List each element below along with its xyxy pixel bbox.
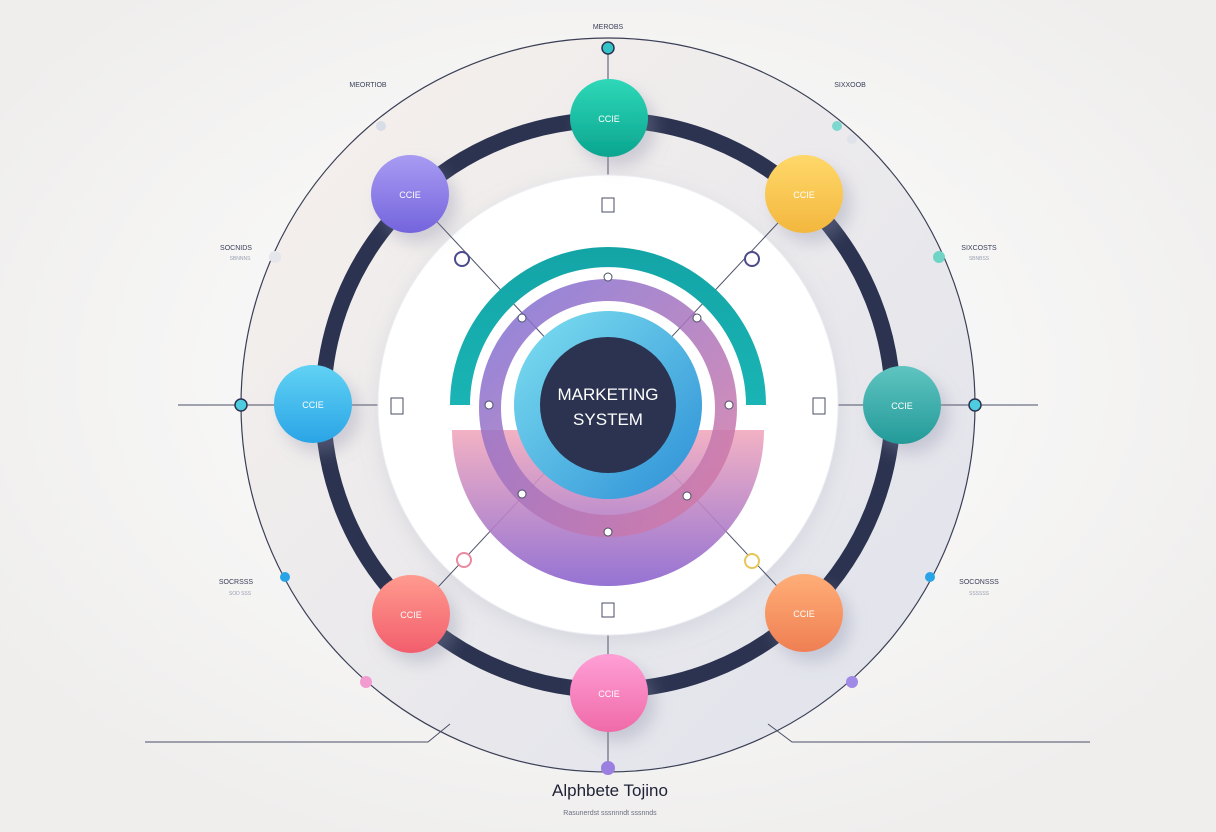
label-left-lower-sub: SOD SSS <box>229 591 252 597</box>
edge-dot <box>360 676 372 688</box>
footer-title: Alphbete Tojino <box>552 781 668 800</box>
connector-dot <box>692 313 702 323</box>
node-right[interactable]: CCIE <box>863 366 941 444</box>
edge-dot-left <box>234 398 248 412</box>
node-label: CCIE <box>891 401 913 411</box>
node-label: CCIE <box>598 689 620 699</box>
ring-marker <box>454 251 470 267</box>
connector-dot <box>517 489 527 499</box>
node-label: CCIE <box>302 400 324 410</box>
edge-dot-right <box>968 398 982 412</box>
connector-dot <box>484 400 494 410</box>
edge-dot <box>280 572 290 582</box>
label-top: MEROBS <box>593 24 624 31</box>
edge-dot <box>269 251 281 263</box>
edge-dot <box>376 121 386 131</box>
node-label: CCIE <box>400 610 422 620</box>
square-marker <box>390 397 404 415</box>
center-title-line2: SYSTEM <box>573 410 643 429</box>
label-left-upper: SOCNIDS <box>220 245 252 252</box>
square-marker <box>812 397 826 415</box>
connector-dot <box>682 491 692 501</box>
node-top-right[interactable]: CCIE <box>765 155 843 233</box>
node-left[interactable]: CCIE <box>274 365 352 443</box>
edge-dot <box>933 251 945 263</box>
node-label: CCIE <box>598 114 620 124</box>
square-marker <box>601 602 615 618</box>
gradient-half-disk <box>452 430 764 586</box>
node-bottom[interactable]: CCIE <box>570 654 648 732</box>
label-left-lower: SOCRSSS <box>219 579 254 586</box>
connector-dot <box>603 272 613 282</box>
edge-dot <box>925 572 935 582</box>
node-top[interactable]: CCIE <box>570 79 648 157</box>
edge-dot <box>847 134 857 144</box>
label-right-lower: SOCONSSS <box>959 579 999 586</box>
connector-dot <box>517 313 527 323</box>
edge-dot <box>832 121 842 131</box>
label-top-right: SIXXOOB <box>834 82 866 89</box>
node-bottom-left[interactable]: CCIE <box>372 575 450 653</box>
label-right-upper: SIXCOSTS <box>961 245 997 252</box>
inner-white-edge <box>377 174 839 636</box>
node-top-left[interactable]: CCIE <box>371 155 449 233</box>
label-right-lower-sub: SSSSSS <box>969 591 990 597</box>
node-label: CCIE <box>793 609 815 619</box>
node-label: CCIE <box>399 190 421 200</box>
connector-dot <box>603 527 613 537</box>
baseline-left <box>145 723 451 743</box>
teal-arc <box>450 247 766 405</box>
connector-dot <box>724 400 734 410</box>
label-left-upper-sub: SBNNNS <box>230 256 252 262</box>
center-circle <box>540 337 676 473</box>
label-right-upper-sub: SBNBSS <box>969 256 990 262</box>
edge-dot <box>846 676 858 688</box>
baseline-right <box>767 723 1090 743</box>
center-title-line1: MARKETING <box>557 385 658 404</box>
node-label: CCIE <box>793 190 815 200</box>
label-top-left: MEORTIOB <box>349 82 387 89</box>
ring-marker <box>744 251 760 267</box>
ring-marker <box>456 552 472 568</box>
edge-dot-top <box>601 41 615 55</box>
edge-dot-bottom <box>601 761 615 775</box>
ring-marker <box>744 553 760 569</box>
footer-subtitle: Rasunerdst sssnnndt sssnnds <box>563 810 657 817</box>
square-marker <box>601 197 615 213</box>
node-bottom-right[interactable]: CCIE <box>765 574 843 652</box>
